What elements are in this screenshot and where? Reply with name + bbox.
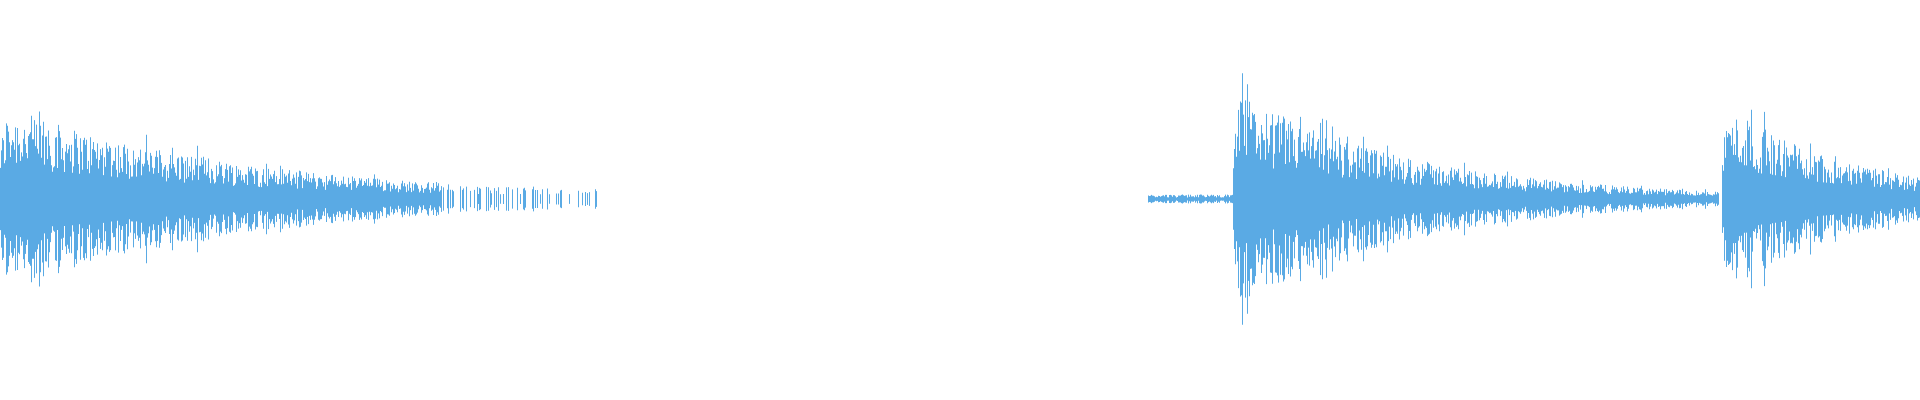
waveform-samples — [0, 73, 1920, 325]
